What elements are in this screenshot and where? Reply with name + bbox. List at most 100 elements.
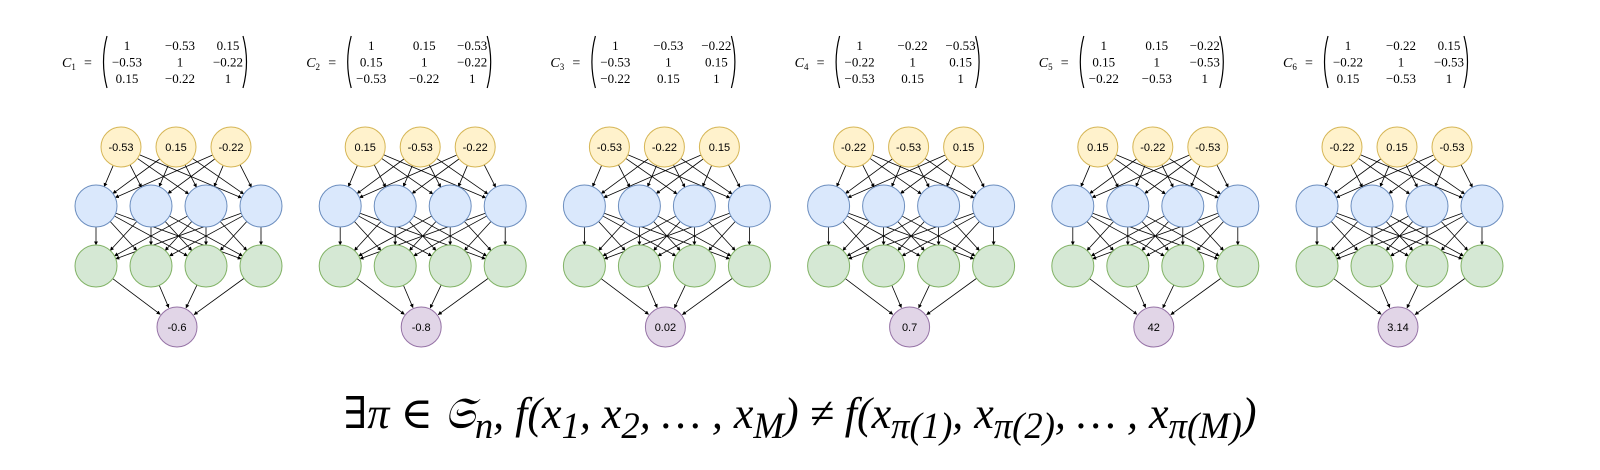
connection-arrow bbox=[1091, 154, 1190, 198]
input-node bbox=[399, 126, 441, 168]
hidden-node-layer1 bbox=[239, 184, 283, 228]
connection-arrow bbox=[1330, 220, 1359, 251]
hidden-node-layer2 bbox=[1350, 244, 1394, 288]
matrix-label-subscript: 5 bbox=[1048, 62, 1053, 72]
connection-arrow bbox=[184, 164, 197, 188]
matrix-cell: −0.53 bbox=[165, 38, 195, 53]
matrix-cell: 1 bbox=[1345, 38, 1352, 53]
matrix-label-subscript: 1 bbox=[71, 62, 76, 72]
connection-arrow bbox=[841, 220, 870, 251]
hidden-node-layer1 bbox=[1350, 184, 1394, 228]
hidden-node-layer2 bbox=[862, 244, 906, 288]
connection-arrow bbox=[167, 158, 216, 194]
equals-sign: = bbox=[328, 56, 336, 71]
hidden-node-layer2 bbox=[1106, 244, 1150, 288]
connection-arrow bbox=[1145, 215, 1221, 257]
connection-arrow bbox=[137, 158, 190, 195]
matrix-label: C3 bbox=[550, 56, 564, 72]
hidden-node-layer2 bbox=[1295, 244, 1339, 288]
connection-arrow bbox=[1350, 164, 1363, 188]
left-parenthesis bbox=[102, 35, 108, 89]
connection-arrow bbox=[900, 158, 948, 194]
connection-arrow bbox=[1196, 220, 1225, 251]
input-node-value: -0.22 bbox=[463, 142, 488, 154]
connection-arrow bbox=[103, 165, 114, 188]
connection-arrow bbox=[708, 220, 737, 251]
connection-arrow bbox=[357, 215, 433, 257]
hidden-node-layer2 bbox=[1161, 244, 1205, 288]
input-node bbox=[888, 126, 930, 168]
permutation-formula: ∃π ∈ 𝔖n, f(x1, x2, … , xM) ≠ f(xπ(1), xπ… bbox=[343, 389, 1257, 446]
input-node bbox=[1077, 126, 1119, 168]
connection-arrow bbox=[728, 164, 741, 188]
hidden-node-layer2 bbox=[318, 244, 362, 288]
connection-arrow bbox=[845, 158, 893, 194]
hidden-node-layer1 bbox=[428, 184, 472, 228]
matrix-cell: 0.15 bbox=[901, 71, 924, 86]
input-node bbox=[1431, 126, 1473, 168]
connection-arrow bbox=[603, 154, 702, 198]
hidden-node-layer2 bbox=[562, 244, 606, 288]
matrix-cell: −0.22 bbox=[1089, 71, 1119, 86]
connection-arrow bbox=[111, 277, 161, 315]
connection-arrow bbox=[1332, 277, 1382, 315]
matrix-cell: −0.53 bbox=[600, 55, 630, 70]
hidden-node-layer1 bbox=[917, 184, 961, 228]
output-node-value: 3.14 bbox=[1387, 322, 1408, 334]
matrix-cell: −0.53 bbox=[1142, 71, 1172, 86]
connection-arrow bbox=[1216, 164, 1229, 188]
right-parenthesis bbox=[730, 35, 736, 89]
matrix-label: C2 bbox=[306, 56, 320, 72]
input-node-value: 0.15 bbox=[709, 142, 730, 154]
connection-arrow bbox=[674, 283, 687, 309]
matrix-cell: 0.15 bbox=[1145, 38, 1168, 53]
connection-arrow bbox=[918, 283, 931, 309]
hidden-node-layer2 bbox=[727, 244, 771, 288]
equals-sign: = bbox=[817, 56, 825, 71]
matrix-label: C5 bbox=[1039, 56, 1053, 72]
output-node bbox=[889, 306, 931, 348]
hidden-node-layer2 bbox=[373, 244, 417, 288]
connection-arrow bbox=[436, 158, 489, 195]
hidden-node-layer1 bbox=[672, 184, 716, 228]
matrix-cell: 1 bbox=[713, 71, 720, 86]
connection-arrow bbox=[355, 277, 405, 315]
connection-arrow bbox=[112, 158, 161, 194]
connection-arrow bbox=[464, 220, 492, 251]
matrix-cell: −0.53 bbox=[946, 38, 976, 53]
connection-arrow bbox=[600, 158, 649, 194]
connection-arrow bbox=[682, 277, 734, 315]
hidden-node-layer2 bbox=[1405, 244, 1449, 288]
connection-arrow bbox=[1169, 158, 1221, 195]
connection-arrow bbox=[381, 158, 434, 195]
hidden-node-layer2 bbox=[184, 244, 228, 288]
input-node bbox=[1132, 126, 1174, 168]
connection-arrow bbox=[702, 165, 712, 188]
hidden-node-layer1 bbox=[617, 184, 661, 228]
input-node-value: -0.53 bbox=[597, 142, 622, 154]
connection-arrow bbox=[192, 158, 245, 195]
hidden-node-layer1 bbox=[807, 184, 851, 228]
input-node bbox=[1376, 126, 1418, 168]
matrix-cell: −0.22 bbox=[213, 55, 243, 70]
connection-arrow bbox=[1390, 215, 1465, 257]
matrix-label-subscript: 6 bbox=[1292, 62, 1297, 72]
connection-arrow bbox=[169, 215, 244, 257]
matrix-cell: −0.22 bbox=[898, 38, 928, 53]
connection-arrow bbox=[1086, 220, 1115, 251]
hidden-node-layer2 bbox=[129, 244, 173, 288]
hidden-node-layer1 bbox=[1295, 184, 1339, 228]
input-node bbox=[588, 126, 630, 168]
input-node bbox=[155, 126, 197, 168]
matrix-cell: 1 bbox=[1101, 38, 1108, 53]
connection-arrow bbox=[926, 277, 978, 315]
left-parenthesis bbox=[1079, 35, 1085, 89]
connection-arrow bbox=[618, 164, 631, 188]
input-node bbox=[100, 126, 142, 168]
matrix-cell: 0.15 bbox=[360, 55, 383, 70]
connection-arrow bbox=[673, 164, 686, 188]
